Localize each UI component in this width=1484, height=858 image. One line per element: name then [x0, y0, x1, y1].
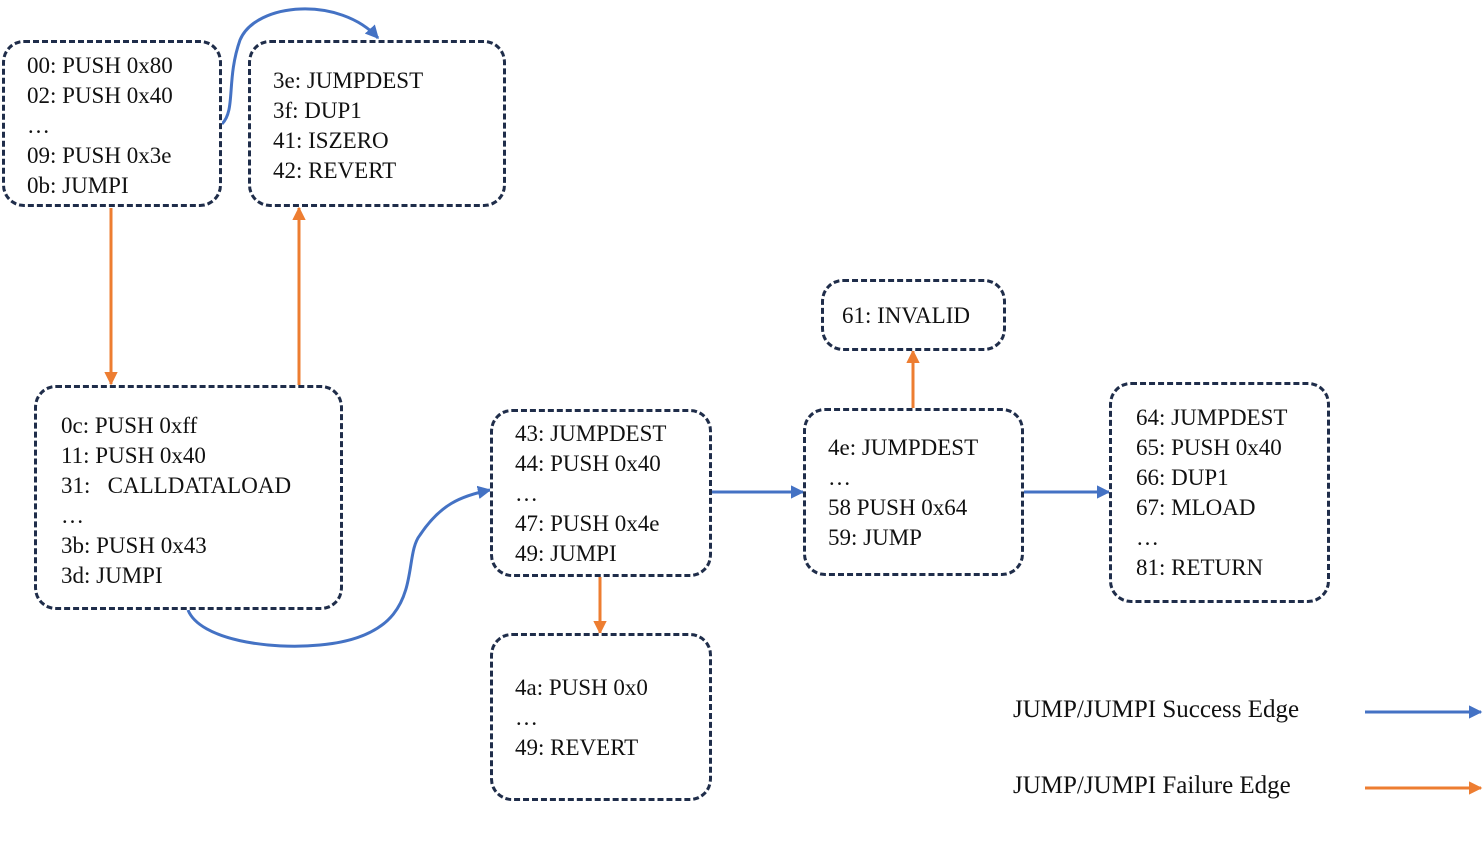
- basic-block-4a: 4a: PUSH 0x0 … 49: REVERT: [490, 633, 712, 801]
- instruction-line: 3b: PUSH 0x43: [61, 533, 207, 558]
- basic-block-3e: 3e: JUMPDEST 3f: DUP1 41: ISZERO 42: REV…: [248, 40, 506, 207]
- instruction-line: 4e: JUMPDEST: [828, 435, 979, 460]
- ellipsis: …: [1136, 525, 1159, 550]
- ellipsis: …: [515, 481, 538, 506]
- instruction-line: 65: PUSH 0x40: [1136, 435, 1282, 460]
- instruction-line: 00: PUSH 0x80: [27, 53, 173, 78]
- ellipsis: …: [27, 113, 50, 138]
- instruction-line: 58 PUSH 0x64: [828, 495, 968, 520]
- legend-failure-label: JUMP/JUMPI Failure Edge: [1013, 772, 1291, 799]
- instruction-line: 49: REVERT: [515, 735, 639, 760]
- instruction-line: 4a: PUSH 0x0: [515, 675, 648, 700]
- basic-block-61: 61: INVALID: [821, 279, 1006, 351]
- basic-block-64: 64: JUMPDEST 65: PUSH 0x40 66: DUP1 67: …: [1109, 382, 1330, 603]
- edge-00-to-3e: [220, 7, 380, 126]
- instruction-line: 47: PUSH 0x4e: [515, 511, 660, 536]
- instruction-line: 61: INVALID: [842, 303, 970, 328]
- basic-block-0c: 0c: PUSH 0xff 11: PUSH 0x40 31: CALLDATA…: [34, 385, 343, 610]
- ellipsis: …: [828, 465, 851, 490]
- instruction-line: 44: PUSH 0x40: [515, 451, 661, 476]
- instruction-line: 67: MLOAD: [1136, 495, 1256, 520]
- instruction-line: 02: PUSH 0x40: [27, 83, 173, 108]
- instruction-line: 0c: PUSH 0xff: [61, 413, 198, 438]
- basic-block-4e: 4e: JUMPDEST … 58 PUSH 0x64 59: JUMP: [803, 408, 1024, 576]
- ellipsis: …: [515, 705, 538, 730]
- instruction-line: 64: JUMPDEST: [1136, 405, 1288, 430]
- ellipsis: …: [61, 503, 84, 528]
- edge-0c-to-43: [186, 485, 492, 648]
- instruction-line: 3f: DUP1: [273, 98, 362, 123]
- instruction-line: 43: JUMPDEST: [515, 421, 667, 446]
- instruction-line: 81: RETURN: [1136, 555, 1264, 580]
- instruction-line: 41: ISZERO: [273, 128, 389, 153]
- instruction-line: 11: PUSH 0x40: [61, 443, 206, 468]
- instruction-line: 66: DUP1: [1136, 465, 1229, 490]
- instruction-line: 0b: JUMPI: [27, 173, 129, 198]
- instruction-line: 09: PUSH 0x3e: [27, 143, 172, 168]
- instruction-line: 42: REVERT: [273, 158, 397, 183]
- instruction-line: 31: CALLDATALOAD: [61, 473, 292, 498]
- instruction-line: 3e: JUMPDEST: [273, 68, 424, 93]
- instruction-line: 3d: JUMPI: [61, 563, 163, 588]
- legend-success-label: JUMP/JUMPI Success Edge: [1013, 696, 1300, 723]
- instruction-line: 49: JUMPI: [515, 541, 617, 566]
- instruction-line: 59: JUMP: [828, 525, 922, 550]
- basic-block-00: 00: PUSH 0x80 02: PUSH 0x40 … 09: PUSH 0…: [2, 40, 222, 207]
- basic-block-43: 43: JUMPDEST 44: PUSH 0x40 … 47: PUSH 0x…: [490, 409, 712, 577]
